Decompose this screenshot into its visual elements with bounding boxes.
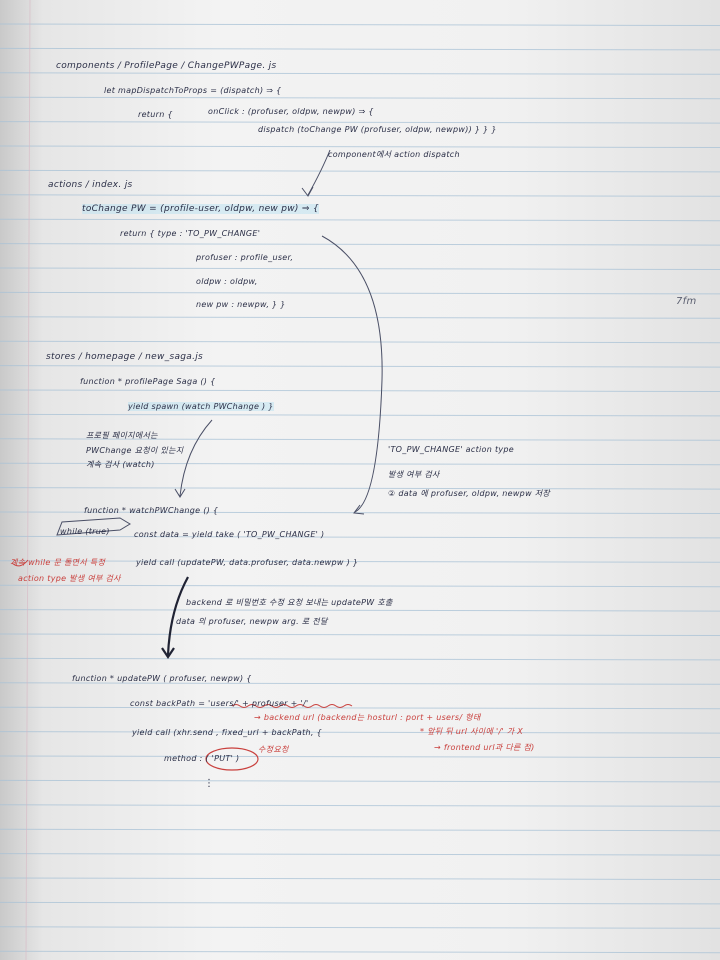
tochange-pw-line: toChange PW = (profile-user, oldpw, new … (82, 204, 319, 214)
action-type-note-3: ② data 에 profuser, oldpw, newpw 저장 (388, 489, 551, 498)
return-open-line: return { (138, 110, 173, 119)
ruled-line (0, 438, 720, 441)
ruled-line (0, 511, 720, 514)
while-bracket (56, 517, 131, 536)
frontend-note: → frontend url과 다른 점) (434, 743, 535, 752)
ruled-line (0, 413, 720, 417)
data-note: data 의 profuser, newpw arg. 로 전달 (176, 617, 328, 626)
ruled-line (0, 462, 720, 466)
ruled-lines (0, 23, 720, 954)
ruled-line (0, 218, 720, 222)
korean-note-2: PWChange 요청이 있는지 (86, 446, 184, 455)
arrows (56, 149, 383, 659)
ruled-line (0, 316, 720, 319)
ruled-line (0, 121, 720, 124)
red-note-2: action type 발생 여부 검사 (18, 574, 121, 583)
old-pw-line: oldpw : oldpw, (196, 277, 258, 286)
ruled-line (0, 535, 720, 539)
ruled-line (0, 23, 720, 26)
ruled-line (0, 560, 720, 563)
action-type-note-2: 발생 여부 검사 (388, 470, 440, 479)
ruled-line (0, 828, 720, 832)
update-fn-line: function * updatePW ( profuser, newpw) { (72, 674, 252, 683)
type-curve-arrow (321, 235, 383, 513)
ruled-line (0, 291, 720, 295)
continuation-dots: ⋮ (204, 778, 215, 789)
return-type-line: return { type : 'TO_PW_CHANGE' (120, 229, 261, 238)
yield-call-line: yield call (updatePW, data.profuser, dat… (136, 558, 359, 567)
put-circle (205, 747, 259, 771)
map-dispatch-line: let mapDispatchToProps = (dispatch) ⇒ { (104, 86, 282, 95)
ruled-line (0, 706, 720, 710)
component-action-note: component에서 action dispatch (328, 150, 460, 159)
action-type-note-1: 'TO_PW_CHANGE' action type (388, 445, 515, 454)
backpath-squiggle (231, 704, 353, 708)
components-path: components / ProfilePage / ChangePWPage.… (56, 61, 277, 71)
backend-note: backend 로 비밀번호 수정 요청 보내는 updatePW 호출 (186, 598, 393, 607)
dispatch-arrow (307, 149, 331, 196)
dispatch-call-line: dispatch (toChange PW (profuser, oldpw, … (258, 125, 497, 134)
ruled-line (0, 72, 720, 75)
margin-scribble: 7fm (676, 296, 697, 307)
call-arrow (166, 576, 189, 656)
const-data-line: const data = yield take ( 'TO_PW_CHANGE'… (134, 530, 325, 539)
backend-url-note: → backend url (backend는 hosturl : port +… (254, 713, 481, 722)
while-underline (11, 559, 29, 567)
ruled-line (0, 243, 720, 246)
ruled-line (0, 853, 720, 856)
korean-note-1: 프로필 페이지에서는 (86, 431, 158, 440)
ruled-line (0, 779, 720, 783)
modify-request-note: 수정요청 (258, 745, 289, 754)
ruled-line (0, 633, 720, 636)
profile-saga-line: function * profilePage Saga () { (80, 377, 216, 386)
margin-line (25, 0, 31, 960)
ruled-line (0, 682, 720, 685)
yield-call-xhr-line: yield call (xhr.send , fixed_url + backP… (132, 728, 322, 737)
star-note: * 앞뒤 뒤 url 사이에 '/' 가 X (420, 727, 524, 736)
ruled-line (0, 145, 720, 148)
ruled-line (0, 194, 720, 197)
red-note-1: 계속 while 문 돌면서 특정 (10, 558, 106, 567)
ruled-line (0, 365, 720, 368)
watch-fn-line: function * watchPWChange () { (84, 506, 219, 515)
ruled-line (0, 96, 720, 100)
korean-note-3: 계속 검사 (watch) (86, 460, 155, 469)
ruled-line (0, 926, 720, 929)
ruled-line (0, 584, 720, 588)
ruled-line (0, 487, 720, 490)
prof-user-line: profuser : profile_user, (196, 253, 294, 262)
while-true-label: while (true) (60, 527, 110, 536)
const-backpath-line: const backPath = 'users/' + profuser + '… (130, 699, 309, 708)
actions-path: actions / index. js (48, 180, 133, 190)
ruled-line (0, 877, 720, 880)
ruled-line (0, 389, 720, 392)
onclick-line: onClick : (profuser, oldpw, newpw) ⇒ { (208, 107, 374, 116)
type-curve-arrowhead (353, 504, 365, 515)
yield-spawn-line: yield spawn (watch PWChange ) } (128, 402, 274, 411)
stores-path: stores / homepage / new_saga.js (46, 352, 204, 362)
ruled-line (0, 267, 720, 270)
spawn-arrow (179, 419, 213, 497)
ruled-line (0, 950, 720, 954)
ruled-line (0, 755, 720, 758)
method-line: method : ( 'PUT' ) (164, 754, 240, 763)
call-arrowhead (161, 647, 175, 659)
spawn-arrowhead (174, 488, 186, 498)
dispatch-arrowhead (301, 186, 314, 197)
ruled-line (0, 47, 720, 51)
ruled-line (0, 657, 720, 661)
ruled-line (0, 731, 720, 734)
ruled-line (0, 609, 720, 612)
ruled-line (0, 901, 720, 905)
ruled-line (0, 169, 720, 173)
ruled-line (0, 340, 720, 344)
ruled-line (0, 804, 720, 807)
new-pw-line: new pw : newpw, } } (196, 300, 286, 309)
